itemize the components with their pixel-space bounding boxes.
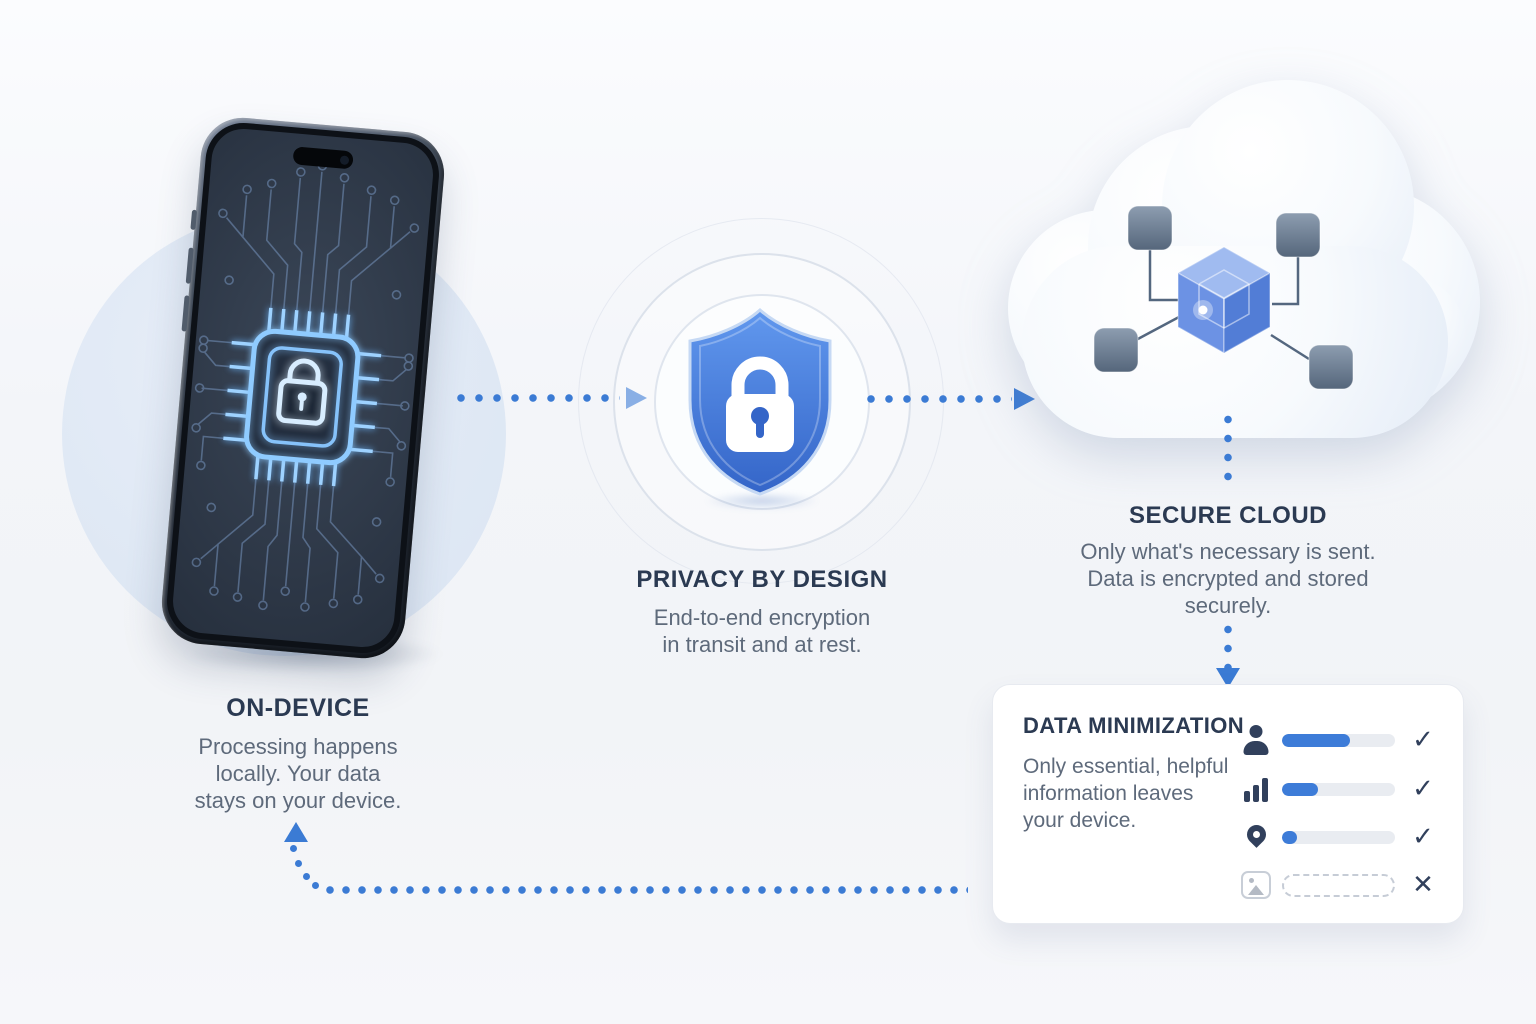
location-pin-icon — [1245, 823, 1267, 851]
image-icon — [1241, 871, 1271, 899]
data-minimization-card: DATA MINIMIZATION Only essential, helpfu… — [992, 684, 1464, 924]
dotted-arrow-shield-to-cloud — [862, 392, 1012, 406]
bar-chart-icon — [1242, 776, 1270, 802]
card-description: Only essential, helpful information leav… — [1023, 755, 1229, 832]
secure-cloud-title: SECURE CLOUD — [1128, 502, 1327, 529]
privacy-section: PRIVACY BY DESIGN End-to-end encryption … — [582, 566, 942, 658]
dotted-line-card-to-phone — [322, 883, 968, 897]
data-row-location-pin: ✓ — [1238, 818, 1443, 856]
camera-icon — [339, 154, 350, 165]
privacy-title: PRIVACY BY DESIGN — [636, 566, 888, 593]
network-node — [1308, 344, 1354, 390]
arrowhead-down-icon — [1216, 668, 1240, 688]
network-node — [1093, 327, 1139, 373]
cross-icon: ✕ — [1412, 870, 1434, 900]
dotted-line-cloud-to-label — [1221, 410, 1235, 486]
check-icon: ✓ — [1412, 822, 1434, 852]
privacy-description: End-to-end encryption in transit and at … — [653, 605, 871, 657]
arrowhead-right-icon — [1014, 388, 1035, 410]
secure-cloud-section: SECURE CLOUD Only what's necessary is se… — [1033, 502, 1423, 619]
progress-bar — [1282, 733, 1395, 747]
progress-bar — [1282, 782, 1395, 796]
data-row-user: ✓ — [1238, 721, 1443, 759]
user-icon — [1243, 725, 1269, 755]
dotted-arrow-to-card — [1221, 620, 1235, 670]
phone-screen — [170, 126, 436, 650]
network-node — [1275, 212, 1321, 258]
on-device-title: ON-DEVICE — [226, 694, 370, 722]
progress-bar — [1282, 830, 1395, 844]
cloud-network-cube-icon — [1093, 205, 1354, 390]
shield-shadow — [704, 492, 820, 510]
cloud-illustration — [1000, 78, 1480, 438]
data-row-bar-chart: ✓ — [1238, 770, 1443, 808]
on-device-description: Processing happens locally. Your data st… — [194, 734, 402, 813]
check-icon: ✓ — [1412, 725, 1434, 755]
circuit-chip-lock-icon — [191, 126, 435, 612]
data-row-image: ✕ — [1238, 866, 1443, 904]
arrowhead-up-icon — [284, 822, 308, 842]
secure-cloud-description: Only what's necessary is sent. Data is e… — [1080, 539, 1376, 618]
network-node — [1127, 205, 1173, 251]
data-minimization-rows: ✓ ✓ ✓ ✕ — [993, 685, 1463, 923]
dashed-placeholder — [1282, 873, 1395, 897]
card-title: DATA MINIMIZATION — [1023, 713, 1245, 738]
shield-lock-icon — [688, 307, 832, 496]
on-device-section: ON-DEVICE Processing happens locally. Yo… — [118, 694, 478, 814]
check-icon: ✓ — [1412, 774, 1434, 804]
phone-illustration — [158, 114, 448, 662]
